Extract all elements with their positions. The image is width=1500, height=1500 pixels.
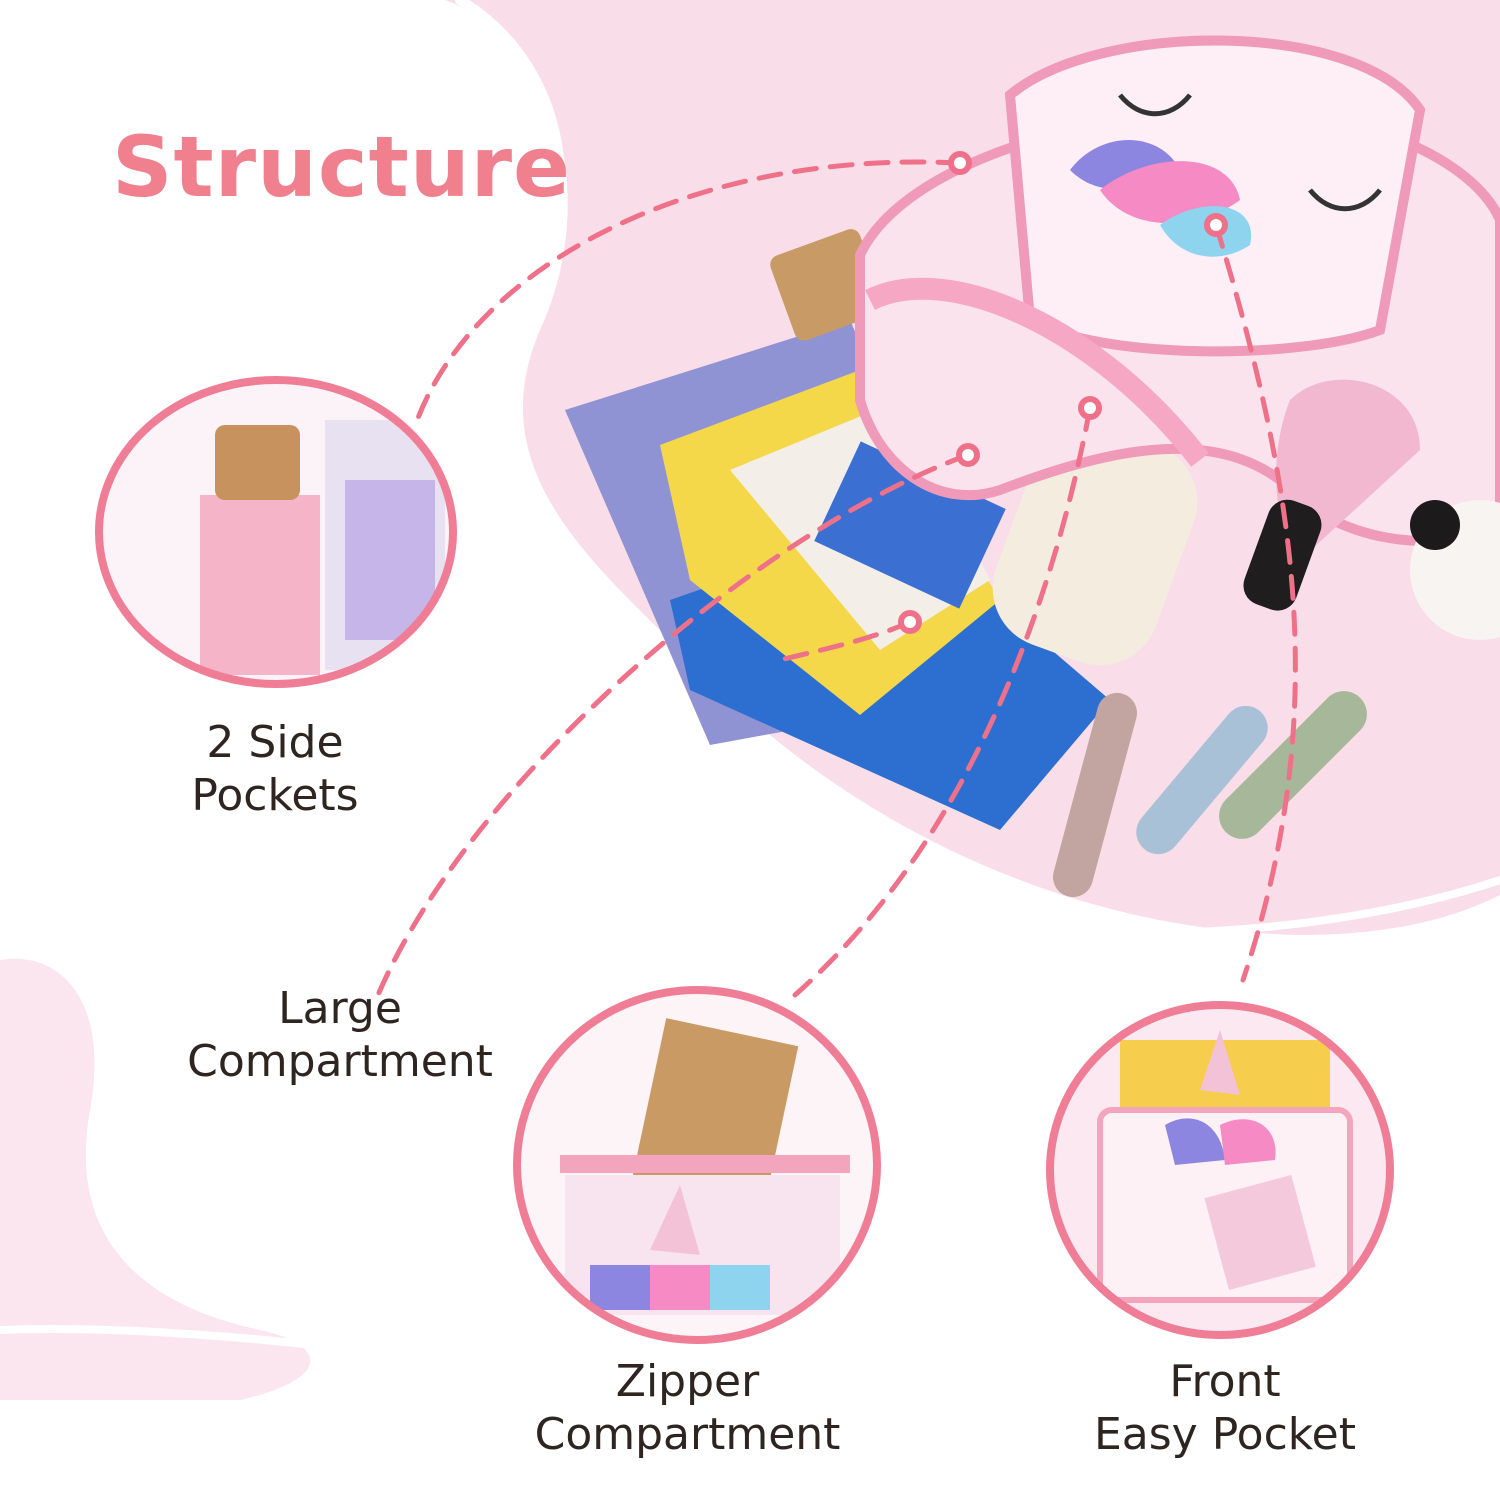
pointer-dot-side [948,151,972,175]
white-swoosh-top [455,0,566,325]
pointer-dot-notebook [898,610,922,634]
backpack-product-image [565,35,1500,898]
book-cover-art [814,441,1006,609]
panda-ear [1410,500,1460,550]
page-title: Structure [112,118,572,216]
umbrella-handle [1243,499,1322,611]
pointer-dot-zipper [1078,396,1102,420]
white-swoosh-right [976,876,1500,938]
zipper-compartment-label: Zipper Compartment [515,1355,860,1461]
front-pocket-label-line1: Front [1169,1356,1281,1407]
pointer-line-large-compartment [375,452,971,998]
pointer-line-side-pockets [415,159,963,421]
front-pocket-detail [1046,1001,1394,1339]
zipper-compartment-detail [513,986,881,1344]
side-pocket-detail [95,376,457,688]
background-blob-bottom-left [0,958,311,1400]
side-pockets-label-line2: Pockets [191,770,359,821]
side-pockets-label-line1: 2 Side [206,717,344,768]
zipper-compartment-label-line2: Compartment [534,1409,841,1460]
zipper-compartment-label-line1: Zipper [615,1356,760,1407]
unicorn-eye-right [1308,188,1382,212]
large-compartment-label: Large Compartment [170,982,510,1088]
backpack-strap [865,277,1209,467]
mauve-pen [1053,692,1137,898]
green-pen [1219,691,1367,839]
pointer-dot-large [956,443,980,467]
unicorn-eye-left [1118,93,1192,117]
unicorn-mane-blue [1160,206,1252,257]
pointer-lines [375,159,1298,998]
blue-pen [1136,705,1268,855]
pointer-line-notebook [777,619,913,663]
front-pocket-label-line2: Easy Pocket [1093,1409,1357,1460]
pencil-case [992,424,1198,666]
large-compartment-label-line1: Large [278,983,402,1034]
pointer-dots [898,151,1228,634]
pointer-dot-front [1204,213,1228,237]
large-compartment-label-line2: Compartment [187,1036,493,1087]
pointer-line-front-pocket [1213,222,1298,983]
pointer-line-zipper-compartment [792,405,1093,998]
front-pocket-label: Front Easy Pocket [1075,1355,1375,1461]
side-pockets-label: 2 Side Pockets [150,716,400,822]
white-swoosh-left [0,1325,434,1364]
